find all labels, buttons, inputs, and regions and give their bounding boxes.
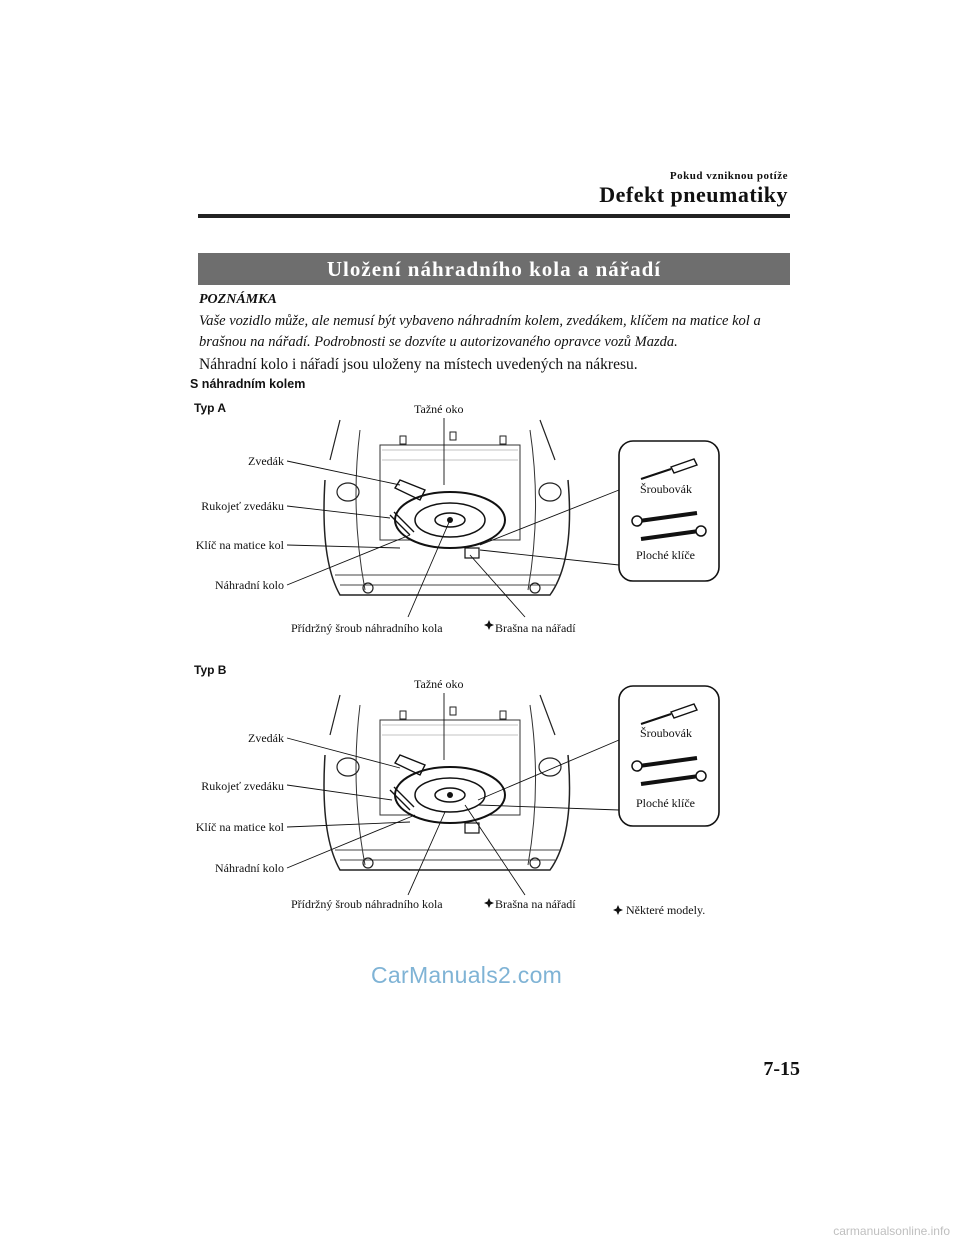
figure-a-star [484,620,494,630]
note-text: Vaše vozidlo může, ale nemusí být vybave… [199,313,761,350]
header-section: Pokud vzniknou potíže [669,170,788,182]
figure-b-zvedak: Zvedák [248,731,284,745]
figure-a-leaders [286,418,620,618]
figure-a-brasna: Brašna na nářadí [495,621,576,635]
figure-b-car [323,694,571,871]
figure-a-sroub: Přídržný šroub náhradního kola [291,621,443,635]
figure-b-brasna: Brašna na nářadí [495,897,576,911]
figure-a-klic: Klíč na matice kol [195,538,284,552]
figure-a-kolo: Náhradní kolo [215,578,284,592]
figure-a-sroubovak: Šroubovák [640,482,692,496]
figure-a-rukojet: Rukojeť zvedáku [201,499,284,513]
figure-b-sroub: Přídržný šroub náhradního kola [291,897,443,911]
figure-b-klic: Klíč na matice kol [195,820,284,834]
figure-b-star [484,898,494,908]
note-heading: POZNÁMKA [199,292,277,307]
figure-a-tazne-oko: Tažné oko [414,402,464,416]
header-title: Defekt pneumatiky [599,182,788,207]
section-banner: Uložení náhradního kola a nářadí [198,253,790,285]
figure-b-rukojet: Rukojeť zvedáku [201,779,284,793]
footnote-text: Některé modely. [626,903,706,917]
figure-a-car [323,419,571,596]
figure-b-sroubovak: Šroubovák [640,726,692,740]
figure-b-tazne-oko: Tažné oko [414,677,464,691]
figure-b-klice: Ploché klíče [636,796,695,810]
body-text: Náhradní kolo i nářadí jsou uloženy na m… [199,356,638,373]
section-title: S náhradním kolem [190,377,306,391]
figure-a-klice: Ploché klíče [636,548,695,562]
figure-b-kolo: Náhradní kolo [215,861,284,875]
watermark-carmanuals2: CarManuals2.com [371,962,563,988]
footer-watermark: carmanualsonline.info [833,1224,950,1238]
footnote-star [613,905,623,915]
page-number: 7-15 [763,1058,800,1080]
header-rule [198,214,790,218]
figure-b-leaders [286,693,620,896]
figure-b-type: Typ B [194,663,227,677]
figure-a-zvedak: Zvedák [248,454,284,468]
figure-a-type: Typ A [194,401,226,415]
